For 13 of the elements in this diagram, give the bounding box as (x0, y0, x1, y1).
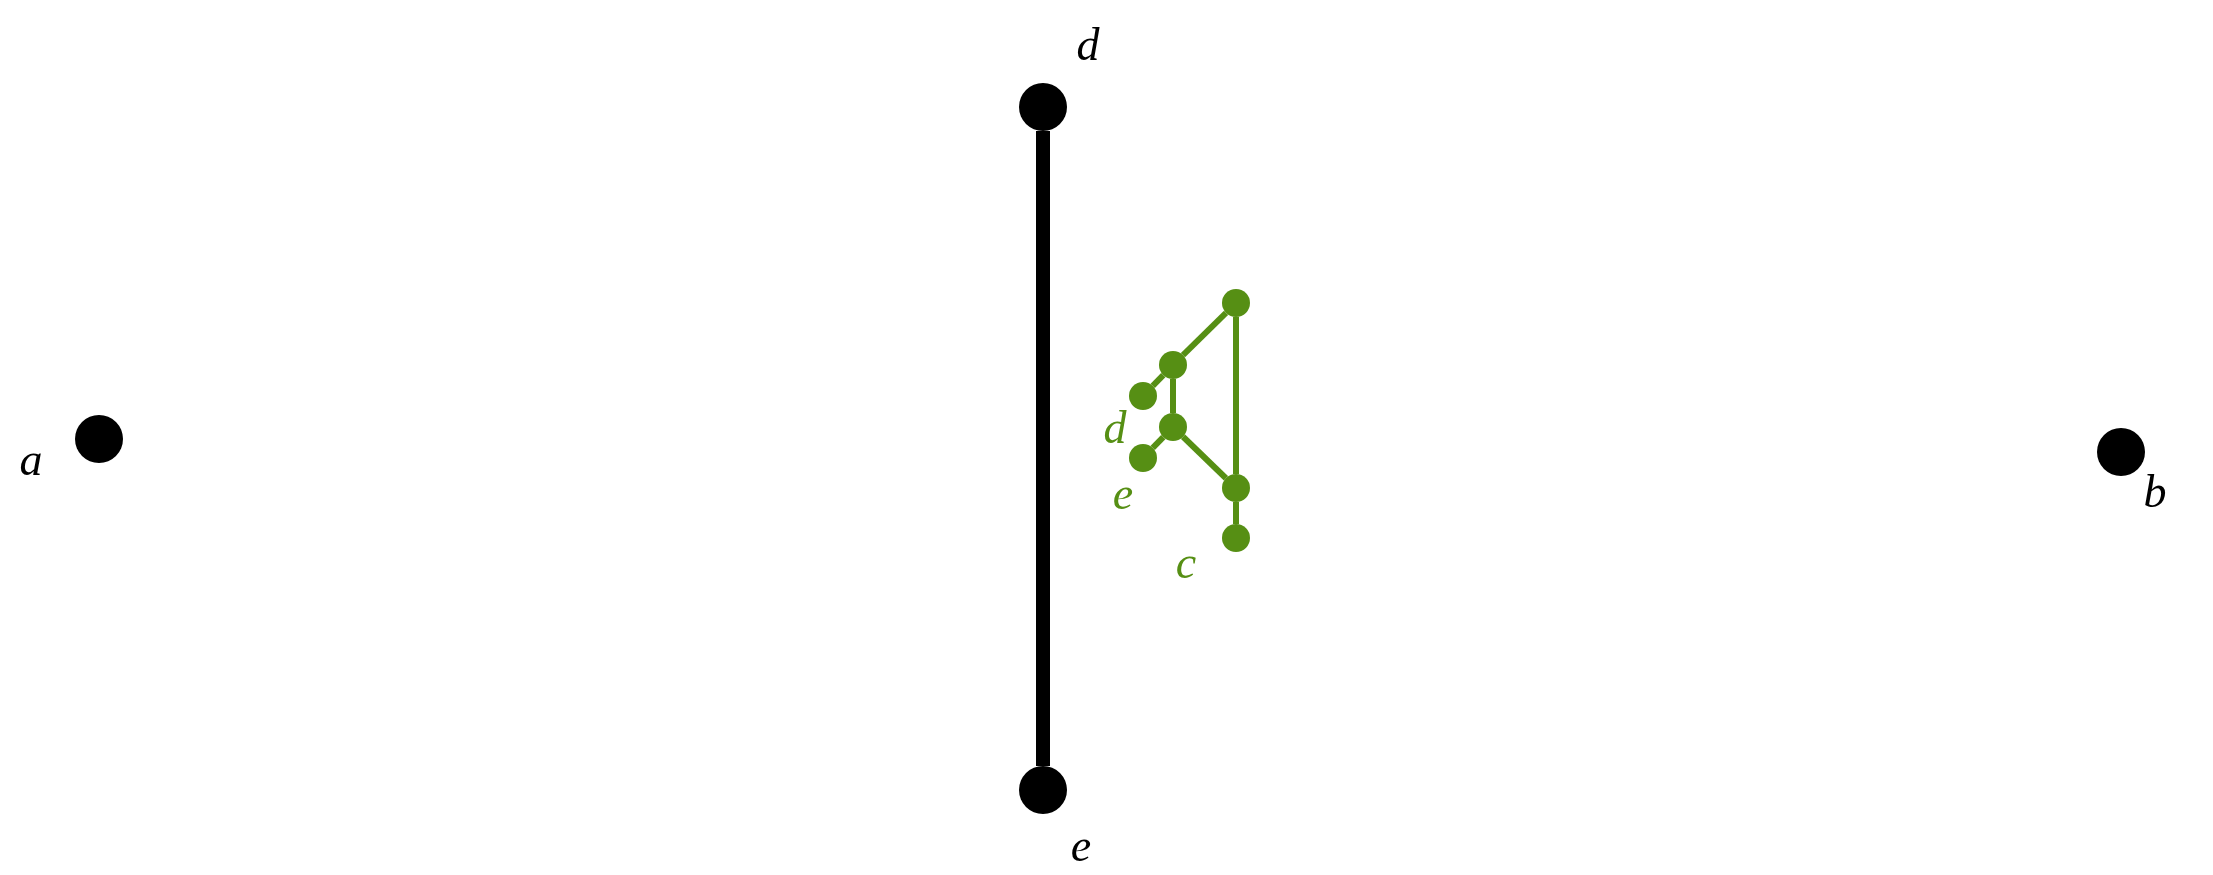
point-label: d (1103, 405, 1127, 451)
point-label: d (1076, 22, 1100, 68)
connector-line (1036, 131, 1050, 766)
connector-line (1180, 310, 1229, 358)
point-label: c (1175, 540, 1197, 586)
point-label: e (1112, 471, 1134, 517)
connector-line (1170, 379, 1176, 413)
connector-line (1180, 434, 1229, 481)
point-label: a (19, 437, 43, 483)
connector-line (1233, 502, 1239, 524)
point-label: b (2143, 469, 2167, 515)
point-label: e (1070, 823, 1092, 869)
connector-line (1233, 317, 1239, 474)
